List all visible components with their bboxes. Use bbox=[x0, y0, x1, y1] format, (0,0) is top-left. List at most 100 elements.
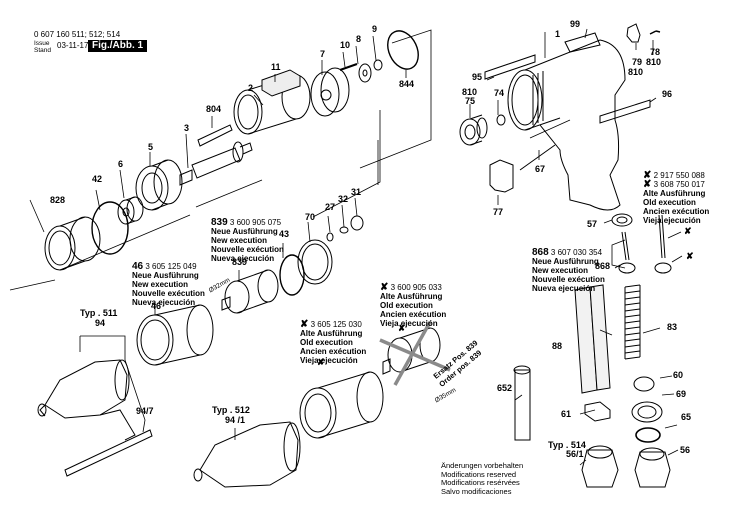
callout-652: 652 bbox=[497, 383, 513, 393]
part-3-rotor bbox=[179, 141, 253, 186]
callout-83: 83 bbox=[667, 322, 678, 332]
part-65-o-ring bbox=[635, 427, 661, 443]
note-old-sleeve-line: Old execution bbox=[300, 338, 353, 347]
part-77-trigger bbox=[489, 159, 514, 193]
note-46-line: Nouvelle exécution bbox=[132, 289, 205, 298]
part-9-ring bbox=[373, 59, 383, 71]
part-88-silencer bbox=[574, 284, 611, 394]
note-46-line: New execution bbox=[132, 280, 189, 289]
callout-58-old-a: ✘ bbox=[684, 226, 692, 236]
note-old-valve-code: 3 608 750 017 bbox=[653, 180, 705, 189]
callout-43: 43 bbox=[279, 229, 290, 239]
callout-94-1: 94 /1 bbox=[225, 415, 246, 425]
assembly-guide-lines bbox=[9, 29, 571, 291]
part-6-bearing bbox=[117, 196, 144, 225]
strike-through-x bbox=[379, 321, 451, 386]
callout-2: 2 bbox=[248, 83, 254, 93]
part-828-ring-gear bbox=[44, 216, 101, 271]
header-stand-label: Stand bbox=[34, 47, 51, 54]
figure-label: Fig./Abb. 1 bbox=[88, 40, 148, 52]
part-58-valve-stem-old bbox=[654, 214, 672, 274]
callout-56: 56 bbox=[680, 445, 691, 455]
callout-75: 75 bbox=[465, 96, 476, 106]
header-issue-label: Issue bbox=[34, 40, 50, 47]
note-old-spindle: ✘ 3 600 905 033 Alte Ausführung Old exec… bbox=[380, 283, 446, 329]
note-old-sleeve-code: 3 605 125 030 bbox=[310, 320, 362, 329]
note-46-code: 3 605 125 049 bbox=[145, 262, 197, 271]
modifications-note: Änderungen vorbehalten Modifications res… bbox=[441, 461, 524, 496]
note-839-line: New execution bbox=[211, 236, 268, 245]
note-868-number: 868 bbox=[532, 247, 549, 258]
part-5-gear-housing bbox=[135, 159, 183, 211]
note-old-spindle-line: Vieja ejecución bbox=[380, 319, 438, 328]
note-46-line: Neue Ausführung bbox=[132, 271, 199, 280]
callout-57: 57 bbox=[587, 219, 598, 229]
part-27-washer bbox=[326, 232, 334, 242]
note-old-sleeve-line: Alte Ausführung bbox=[300, 329, 363, 338]
note-old-valve-code: 2 917 550 088 bbox=[653, 171, 705, 180]
part-94-7-chuck-key bbox=[64, 409, 153, 477]
part-94-chuck bbox=[37, 359, 130, 419]
note-old-valve-line: Old execution bbox=[643, 198, 696, 207]
note-46-new-execution: 46 3 605 125 049 Neue Ausführung New exe… bbox=[132, 262, 205, 308]
callout-839: 839 bbox=[232, 257, 248, 267]
note-old-sleeve: ✘ 3 605 125 030 Alte Ausführung Old exec… bbox=[300, 319, 367, 366]
part-94-1-keyless-chuck bbox=[193, 421, 301, 488]
callout-5: 5 bbox=[148, 142, 154, 152]
part-old-spindle bbox=[382, 327, 441, 375]
callout-804: 804 bbox=[206, 104, 222, 114]
note-old-sleeve-symbol: ✘ bbox=[300, 319, 309, 330]
callout-99: 99 bbox=[570, 19, 581, 29]
note-old-sleeve-line: Ancien exécution bbox=[300, 347, 367, 356]
part-old-sleeve bbox=[299, 371, 384, 439]
type-514-label: Typ . 514 bbox=[548, 440, 586, 450]
note-46-line: Nueva ejecución bbox=[132, 298, 196, 307]
note-868-line: Nueva ejecución bbox=[532, 284, 596, 293]
callout-844: 844 bbox=[399, 79, 415, 89]
note-old-spindle-line: Old execution bbox=[380, 301, 433, 310]
note-old-sleeve-line: Vieja ejecución bbox=[300, 356, 358, 365]
callout-42: 42 bbox=[92, 174, 103, 184]
part-1-housing bbox=[507, 39, 626, 211]
part-11-filter bbox=[261, 69, 301, 97]
callout-6: 6 bbox=[118, 159, 124, 169]
callout-46: 46 bbox=[151, 301, 162, 311]
callout-58-old-b: ✘ bbox=[686, 251, 694, 261]
part-67-rod bbox=[519, 144, 556, 171]
callout-828: 828 bbox=[50, 195, 66, 205]
callout-810-78: 810 bbox=[646, 57, 662, 67]
callout-9: 9 bbox=[372, 24, 378, 34]
callout-3: 3 bbox=[184, 123, 190, 133]
part-61-felt bbox=[584, 401, 611, 422]
note-839-line: Neue Ausführung bbox=[211, 227, 278, 236]
part-844-o-ring bbox=[387, 30, 419, 70]
callout-old-spindle-symbol: ✘ bbox=[398, 323, 406, 333]
note-old-valve: ✘ 2 917 550 088 ✘ 3 608 750 017 Alte Aus… bbox=[643, 170, 710, 226]
callout-74: 74 bbox=[494, 88, 505, 98]
callout-65: 65 bbox=[681, 412, 692, 422]
part-99-label bbox=[564, 32, 601, 53]
type-512-label: Typ . 512 bbox=[212, 405, 250, 415]
part-60-screen bbox=[633, 376, 655, 392]
part-95-label bbox=[484, 54, 536, 80]
modifications-line: Änderungen vorbehalten bbox=[441, 461, 524, 470]
modifications-line: Salvo modificaciones bbox=[441, 486, 512, 496]
callout-7: 7 bbox=[320, 49, 326, 59]
callout-94-7: 94/7 bbox=[136, 406, 154, 416]
note-839-number: 839 bbox=[211, 217, 228, 228]
callout-31: 31 bbox=[351, 187, 362, 197]
part-652-hose-nipple bbox=[513, 365, 531, 441]
modifications-line: Modifications resérvées bbox=[441, 478, 520, 487]
note-old-valve-symbol: ✘ bbox=[643, 170, 652, 181]
part-83-spring bbox=[624, 284, 641, 360]
callout-78: 78 bbox=[650, 47, 661, 57]
note-839-code: 3 600 905 075 bbox=[229, 218, 282, 227]
note-old-valve-line: Ancien exécution bbox=[643, 207, 710, 216]
part-74-ring bbox=[496, 114, 506, 126]
note-868-code: 3 607 030 354 bbox=[550, 248, 603, 257]
part-96-label bbox=[599, 99, 651, 124]
note-old-valve-symbol: ✘ bbox=[643, 179, 652, 190]
note-old-valve-line: Vieja ejecución bbox=[643, 216, 701, 225]
